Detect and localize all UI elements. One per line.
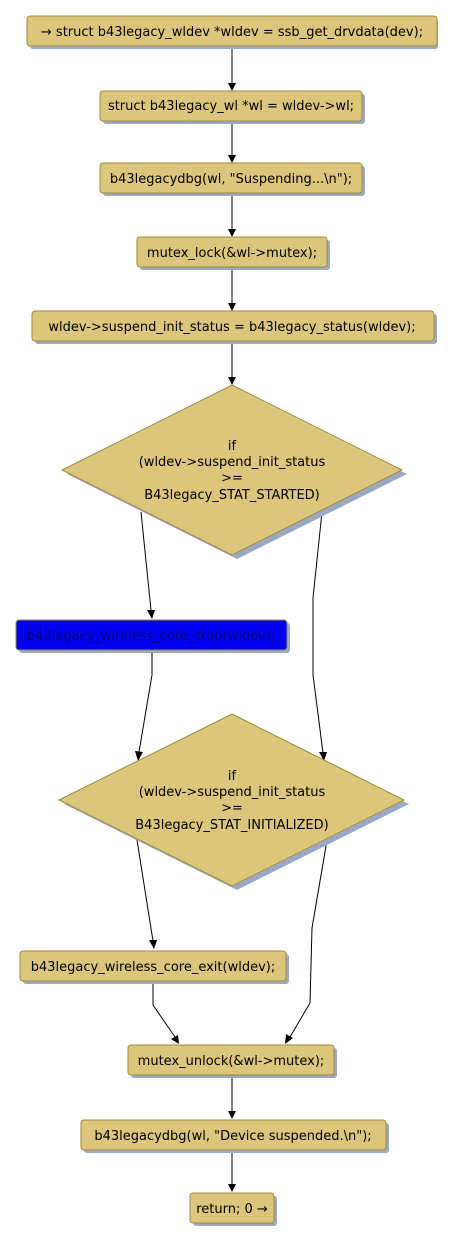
node-label: mutex_unlock(&wl->mutex); [138, 1054, 325, 1069]
arrowhead [285, 1034, 293, 1044]
arrowhead [135, 751, 143, 761]
arrowhead [228, 377, 236, 385]
decision-label-line: (wldev->suspend_init_status [139, 455, 326, 470]
process-node-get-wldev: → struct b43legacy_wldev *wldev = ssb_ge… [26, 15, 438, 49]
process-node-mutex-unlock: mutex_unlock(&wl->mutex); [127, 1044, 337, 1078]
arrowhead [228, 155, 236, 163]
arrowhead [149, 940, 157, 949]
decision-node-status-initialized: if (wldev->suspend_init_status >= B43leg… [57, 713, 409, 890]
decision-node-status-started: if (wldev->suspend_init_status >= B43leg… [60, 384, 407, 559]
edge-d1-d2 [312, 511, 324, 754]
process-node-core-exit: b43legacy_wireless_core_exit(wldev); [19, 950, 289, 984]
arrowhead [228, 1184, 236, 1192]
node-label: b43legacydbg(wl, "Device suspended.\n"); [94, 1129, 371, 1144]
node-label: return; 0 → [196, 1202, 268, 1217]
process-node-dbg-suspended: b43legacydbg(wl, "Device suspended.\n"); [80, 1119, 389, 1153]
edge-d2-n7 [136, 839, 154, 942]
arrowhead [147, 610, 155, 619]
process-node-core-stop: b43legacy_wireless_core_stop(wldev); [15, 619, 290, 653]
edges [135, 46, 328, 1192]
decision-label-line: (wldev->suspend_init_status [139, 785, 326, 800]
process-node-dbg-suspending: b43legacydbg(wl, "Suspending...\n"); [99, 162, 365, 196]
arrowhead [228, 303, 236, 311]
node-label: struct b43legacy_wl *wl = wldev->wl; [108, 99, 354, 114]
edge-d1-n6 [140, 511, 152, 611]
process-node-suspend-status: wldev->suspend_init_status = b43legacy_s… [31, 310, 437, 344]
node-label: mutex_lock(&wl->mutex); [147, 246, 317, 261]
decision-label-line: if [228, 439, 237, 454]
decision-label-line: B43legacy_STAT_STARTED) [144, 488, 320, 503]
node-label: → struct b43legacy_wldev *wldev = ssb_ge… [41, 25, 423, 40]
decision-label-line: >= [221, 801, 243, 816]
arrowhead [319, 752, 327, 761]
arrowhead [171, 1035, 179, 1044]
decision-label-line: >= [221, 471, 243, 486]
process-node-mutex-lock: mutex_lock(&wl->mutex); [136, 236, 330, 270]
process-node-get-wl: struct b43legacy_wl *wl = wldev->wl; [99, 90, 365, 124]
node-label: b43legacy_wireless_core_exit(wldev); [31, 960, 275, 975]
node-label: b43legacy_wireless_core_stop(wldev); [27, 629, 275, 644]
decision-label-line: B43legacy_STAT_INITIALIZED) [135, 818, 328, 833]
edge-n7-n8 [152, 980, 176, 1038]
node-label: wldev->suspend_init_status = b43legacy_s… [48, 320, 415, 335]
edge-n6-d2 [138, 650, 153, 753]
arrowhead [228, 83, 236, 91]
edge-d2-n8 [289, 839, 328, 1038]
arrowhead [228, 229, 236, 237]
node-label: b43legacydbg(wl, "Suspending...\n"); [110, 172, 352, 187]
arrowhead [228, 1111, 236, 1119]
decision-label-line: if [228, 769, 237, 784]
process-node-return: return; 0 → [189, 1192, 277, 1226]
